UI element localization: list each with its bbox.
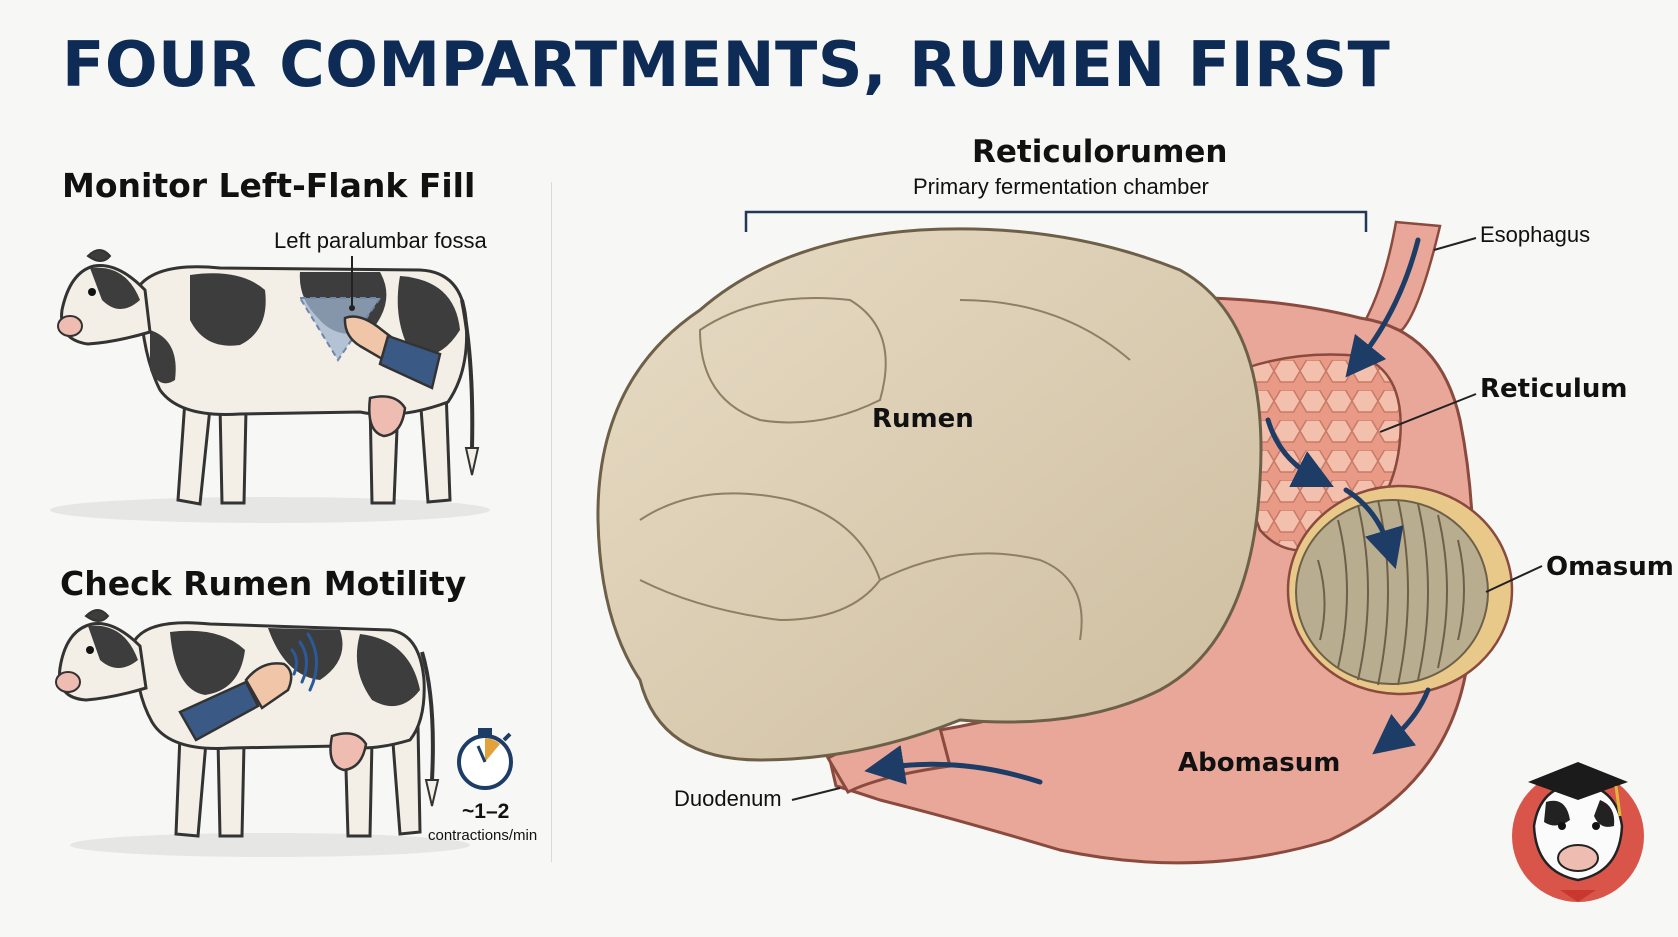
leader-lines: [791, 237, 1543, 801]
stopwatch-icon: [457, 728, 513, 790]
arrow-to-duodenum: [864, 745, 1043, 785]
reticulorumen-bracket: [744, 210, 1368, 232]
arrow-esophagus-reticulum: [1345, 237, 1421, 378]
page-title: FOUR COMPARTMENTS, RUMEN FIRST: [62, 28, 1391, 101]
esophagus-label: Esophagus: [1480, 222, 1591, 247]
fossa-callout-label: Left paralumbar fossa: [274, 228, 487, 253]
cow-flank-illustration: [50, 249, 490, 523]
arrow-to-omasum: [1343, 487, 1404, 570]
omasum-label: Omasum: [1546, 552, 1674, 582]
reticulorumen-subtitle: Primary fermentation chamber: [913, 174, 1209, 199]
hand-icon: [178, 662, 293, 742]
hand-icon: [343, 315, 442, 390]
motility-heading: Check Rumen Motility: [60, 564, 467, 603]
panel-divider: [551, 182, 552, 862]
contraction-rate-unit: contractions/min: [428, 827, 538, 844]
contraction-rate-value: ~1–2: [462, 800, 510, 823]
vibration-waves-icon: [290, 632, 318, 692]
reticulorumen-title: Reticulorumen: [972, 134, 1228, 170]
omasum-leader: [1485, 565, 1543, 593]
cow-graduate-icon: [1512, 762, 1644, 902]
rumen-label: Rumen: [872, 404, 974, 434]
flank-heading: Monitor Left-Flank Fill: [62, 166, 476, 205]
omasum-shape: [1286, 484, 1514, 696]
duodenum-leader: [791, 787, 841, 801]
reticulum-leader: [1379, 393, 1477, 433]
cow-body-icon: [55, 609, 440, 838]
esophagus-tube: [1357, 220, 1442, 332]
reticulum-label: Reticulum: [1480, 374, 1628, 404]
fossa-marker: [298, 297, 382, 362]
abomasum-label: Abomasum: [1178, 748, 1341, 778]
rumen-shape: [596, 227, 1263, 762]
esophagus-leader: [1433, 237, 1477, 251]
arrow-reticulum-down: [1265, 417, 1334, 487]
cow-motility-illustration: [55, 609, 513, 857]
flow-arrows: [864, 237, 1431, 785]
duodenum-label: Duodenum: [674, 786, 782, 811]
arrow-to-abomasum: [1372, 687, 1431, 755]
